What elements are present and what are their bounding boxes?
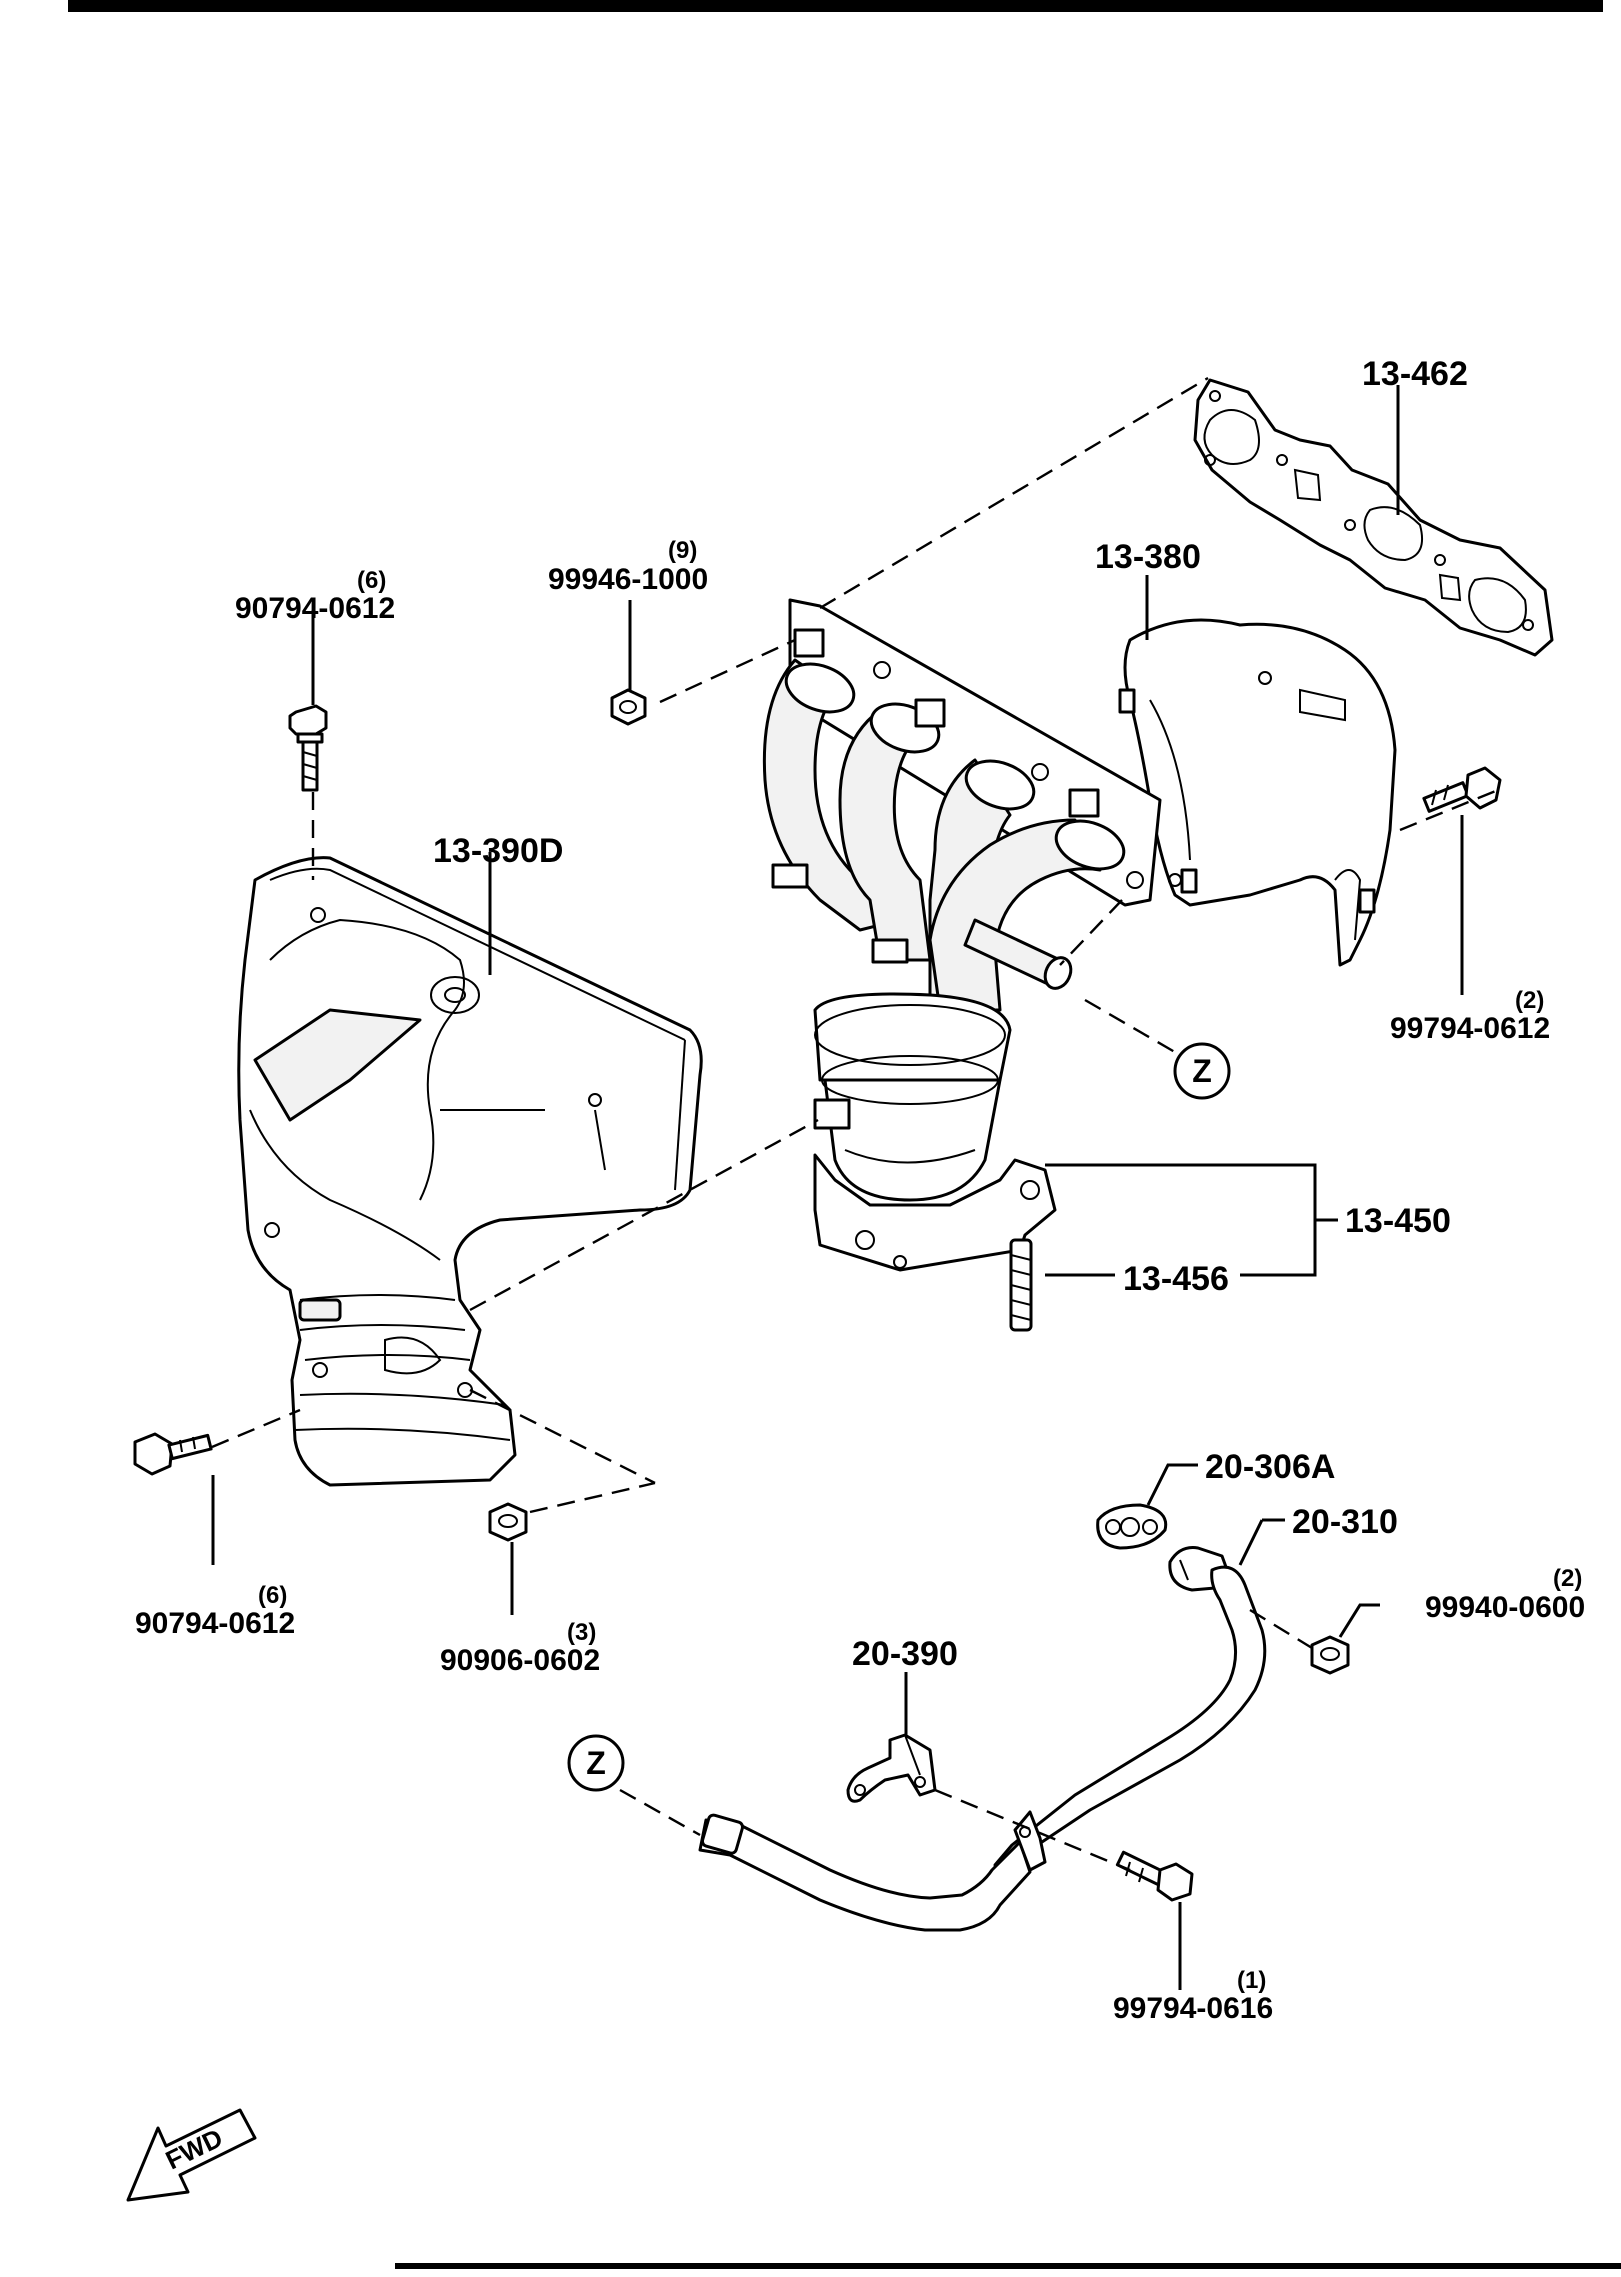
label-99794-0612: 99794-0612 — [1390, 1012, 1550, 1045]
fwd-arrow-icon: FWD — [126, 2108, 257, 2202]
bottom-nut — [488, 1502, 528, 1542]
label-20-390: 20-390 — [852, 1635, 958, 1673]
top-border — [68, 0, 1603, 12]
connector-z-bottom: Z — [567, 1734, 625, 1792]
egr-pipe — [698, 1546, 1267, 1932]
qty-99940-0600: (2) — [1553, 1565, 1582, 1592]
label-13-462: 13-462 — [1362, 355, 1468, 393]
svg-text:Z: Z — [1192, 1053, 1212, 1089]
bolt-top-left — [288, 704, 328, 792]
label-99946-1000: 99946-1000 — [548, 563, 708, 596]
pipe-nut — [1310, 1635, 1350, 1675]
label-90794-0612-bottom: 90794-0612 — [135, 1607, 295, 1640]
label-90906-0602: 90906-0602 — [440, 1644, 600, 1677]
bolt-bracket — [1115, 1850, 1194, 1902]
front-heat-insulator — [237, 856, 703, 1487]
label-13-380: 13-380 — [1095, 538, 1201, 576]
label-13-456: 13-456 — [1123, 1260, 1229, 1298]
label-99940-0600: 99940-0600 — [1425, 1591, 1585, 1624]
upper-heat-insulator — [1118, 618, 1397, 967]
label-13-390d: 13-390D — [433, 832, 563, 870]
manifold-gasket — [1193, 378, 1554, 657]
bottom-border — [395, 2263, 1621, 2269]
qty-90794-0612-bottom: (6) — [258, 1582, 287, 1609]
label-90794-0612-top: 90794-0612 — [235, 592, 395, 625]
qty-90794-0612-top: (6) — [357, 567, 386, 594]
label-99794-0616: 99794-0616 — [1113, 1992, 1273, 2025]
manifold-nut — [610, 688, 647, 726]
qty-90906-0602: (3) — [567, 1619, 596, 1646]
qty-99946-1000: (9) — [668, 537, 697, 564]
pipe-bracket — [846, 1733, 937, 1803]
connector-z-top: Z — [1173, 1042, 1231, 1100]
pipe-gasket — [1096, 1503, 1168, 1550]
bolt-right — [1422, 766, 1502, 813]
label-20-306a: 20-306A — [1205, 1448, 1335, 1486]
exhaust-manifold — [762, 598, 1162, 1272]
label-13-450: 13-450 — [1345, 1202, 1451, 1240]
bolt-bottom-left — [133, 1432, 213, 1476]
qty-99794-0612: (2) — [1515, 987, 1544, 1014]
label-20-310: 20-310 — [1292, 1503, 1398, 1541]
qty-99794-0616: (1) — [1237, 1967, 1266, 1994]
svg-text:Z: Z — [586, 1745, 606, 1781]
stud — [1009, 1238, 1033, 1332]
